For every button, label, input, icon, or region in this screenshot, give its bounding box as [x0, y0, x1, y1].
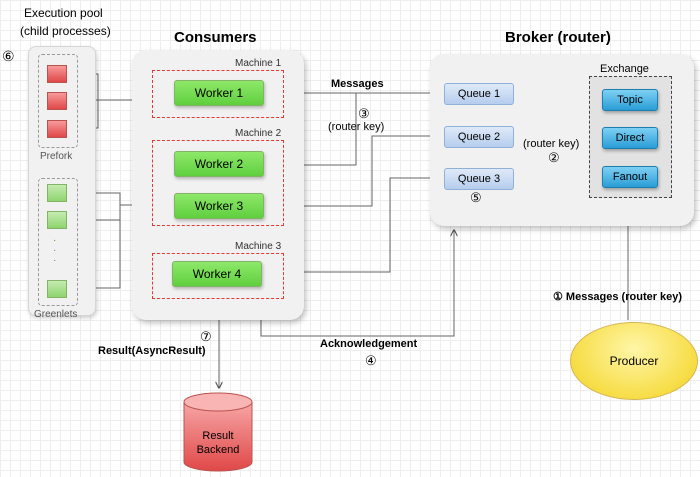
- step-1-messages-label: ① Messages (router key): [553, 291, 683, 303]
- greenlet-2: [47, 211, 67, 229]
- step-3-marker: ③: [358, 106, 370, 121]
- exchange-fanout[interactable]: Fanout: [602, 166, 658, 188]
- step-2-marker: ②: [548, 150, 560, 165]
- greenlets-group: [38, 178, 78, 306]
- prefork-process-1: [47, 65, 67, 83]
- machine-1-label: Machine 1: [235, 58, 282, 69]
- greenlet-ellipsis: ···: [53, 235, 57, 266]
- consumers-title: Consumers: [174, 29, 257, 46]
- greenlets-label: Greenlets: [34, 309, 78, 320]
- greenlet-3: [47, 280, 67, 298]
- router-key-label-1: (router key): [328, 121, 385, 133]
- worker-3[interactable]: Worker 3: [174, 193, 264, 219]
- worker-2[interactable]: Worker 2: [174, 151, 264, 177]
- prefork-label: Prefork: [40, 151, 73, 162]
- worker-1[interactable]: Worker 1: [174, 80, 264, 106]
- prefork-process-2: [47, 92, 67, 110]
- acknowledgement-label: Acknowledgement: [320, 338, 418, 350]
- machine-3-label: Machine 3: [235, 241, 282, 252]
- router-key-label-2: (router key): [523, 138, 580, 150]
- greenlet-1: [47, 184, 67, 202]
- machine-2-box: [152, 140, 284, 226]
- queue-1[interactable]: Queue 1: [444, 83, 514, 105]
- producer-node[interactable]: Producer: [570, 322, 698, 400]
- queue-3[interactable]: Queue 3: [444, 168, 514, 190]
- prefork-group: [38, 54, 78, 148]
- exchange-topic[interactable]: Topic: [602, 89, 658, 111]
- messages-label: Messages: [331, 78, 384, 90]
- step-7-marker: ⑦: [200, 329, 212, 344]
- machine-3-box: [152, 253, 284, 299]
- machine-1-box: [152, 70, 284, 118]
- prefork-process-3: [47, 120, 67, 138]
- step-4-marker: ④: [365, 353, 377, 368]
- result-backend-line2: Backend: [196, 444, 240, 456]
- step-6-marker: ⑥: [2, 48, 15, 64]
- machine-2-label: Machine 2: [235, 128, 282, 139]
- exchange-direct[interactable]: Direct: [602, 127, 658, 149]
- worker-4[interactable]: Worker 4: [172, 261, 262, 287]
- result-backend-cylinder[interactable]: [183, 392, 253, 474]
- pool-title-line2: (child processes): [20, 24, 111, 38]
- queue-2[interactable]: Queue 2: [444, 126, 514, 148]
- step-5-marker: ⑤: [470, 190, 482, 205]
- pool-title-line1: Execution pool: [24, 6, 103, 20]
- exchange-label: Exchange: [600, 63, 649, 75]
- result-label: Result(AsyncResult): [98, 345, 206, 357]
- broker-title: Broker (router): [505, 29, 611, 46]
- result-backend-line1: Result: [202, 430, 234, 442]
